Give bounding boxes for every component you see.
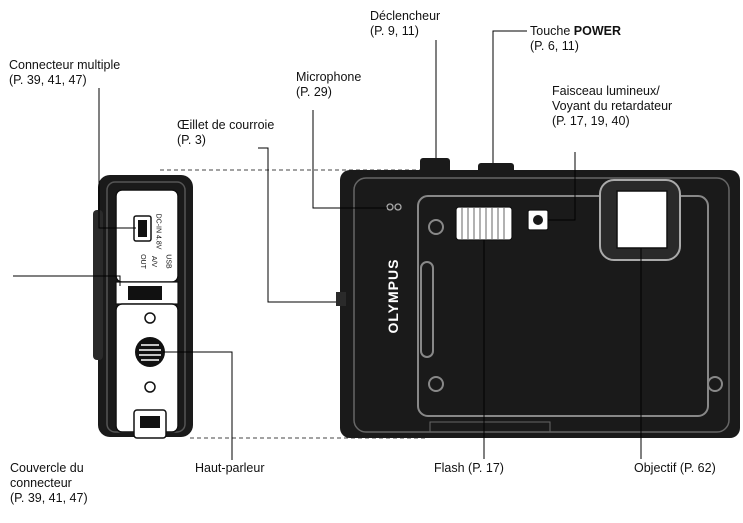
front-view: [336, 158, 740, 438]
port-label-usb: USB: [164, 254, 172, 269]
label-microphone: Microphone (P. 29): [296, 70, 362, 99]
port-label-dcin: DC-IN 4.8V: [154, 213, 162, 250]
label-objectif: Objectif (P. 62): [634, 461, 716, 475]
leader-lines: [13, 30, 642, 460]
port-label-av: A/V: [150, 255, 158, 268]
label-oeillet: Œillet de courroie (P. 3): [177, 118, 275, 147]
port-label-out: OUT: [138, 254, 146, 269]
label-flash: Flash (P. 17): [434, 461, 504, 475]
label-touche-power: Touche POWER (P. 6, 11): [530, 24, 622, 53]
label-couvercle: Couvercle du connecteur (P. 39, 41, 47): [10, 461, 88, 505]
label-declencheur: Déclencheur (P. 9, 11): [370, 9, 441, 38]
microphone: [386, 203, 394, 211]
speaker: [135, 337, 165, 367]
lens: [616, 190, 668, 249]
label-faisceau: Faisceau lumineux/ Voyant du retardateur…: [552, 84, 673, 128]
brand-logo: OLYMPUS: [385, 258, 401, 334]
label-connecteur-multiple: Connecteur multiple (P. 39, 41, 47): [9, 58, 121, 87]
side-view: [93, 175, 193, 439]
label-haut-parleur: Haut-parleur: [195, 461, 265, 475]
dashed-guides: [160, 169, 425, 439]
